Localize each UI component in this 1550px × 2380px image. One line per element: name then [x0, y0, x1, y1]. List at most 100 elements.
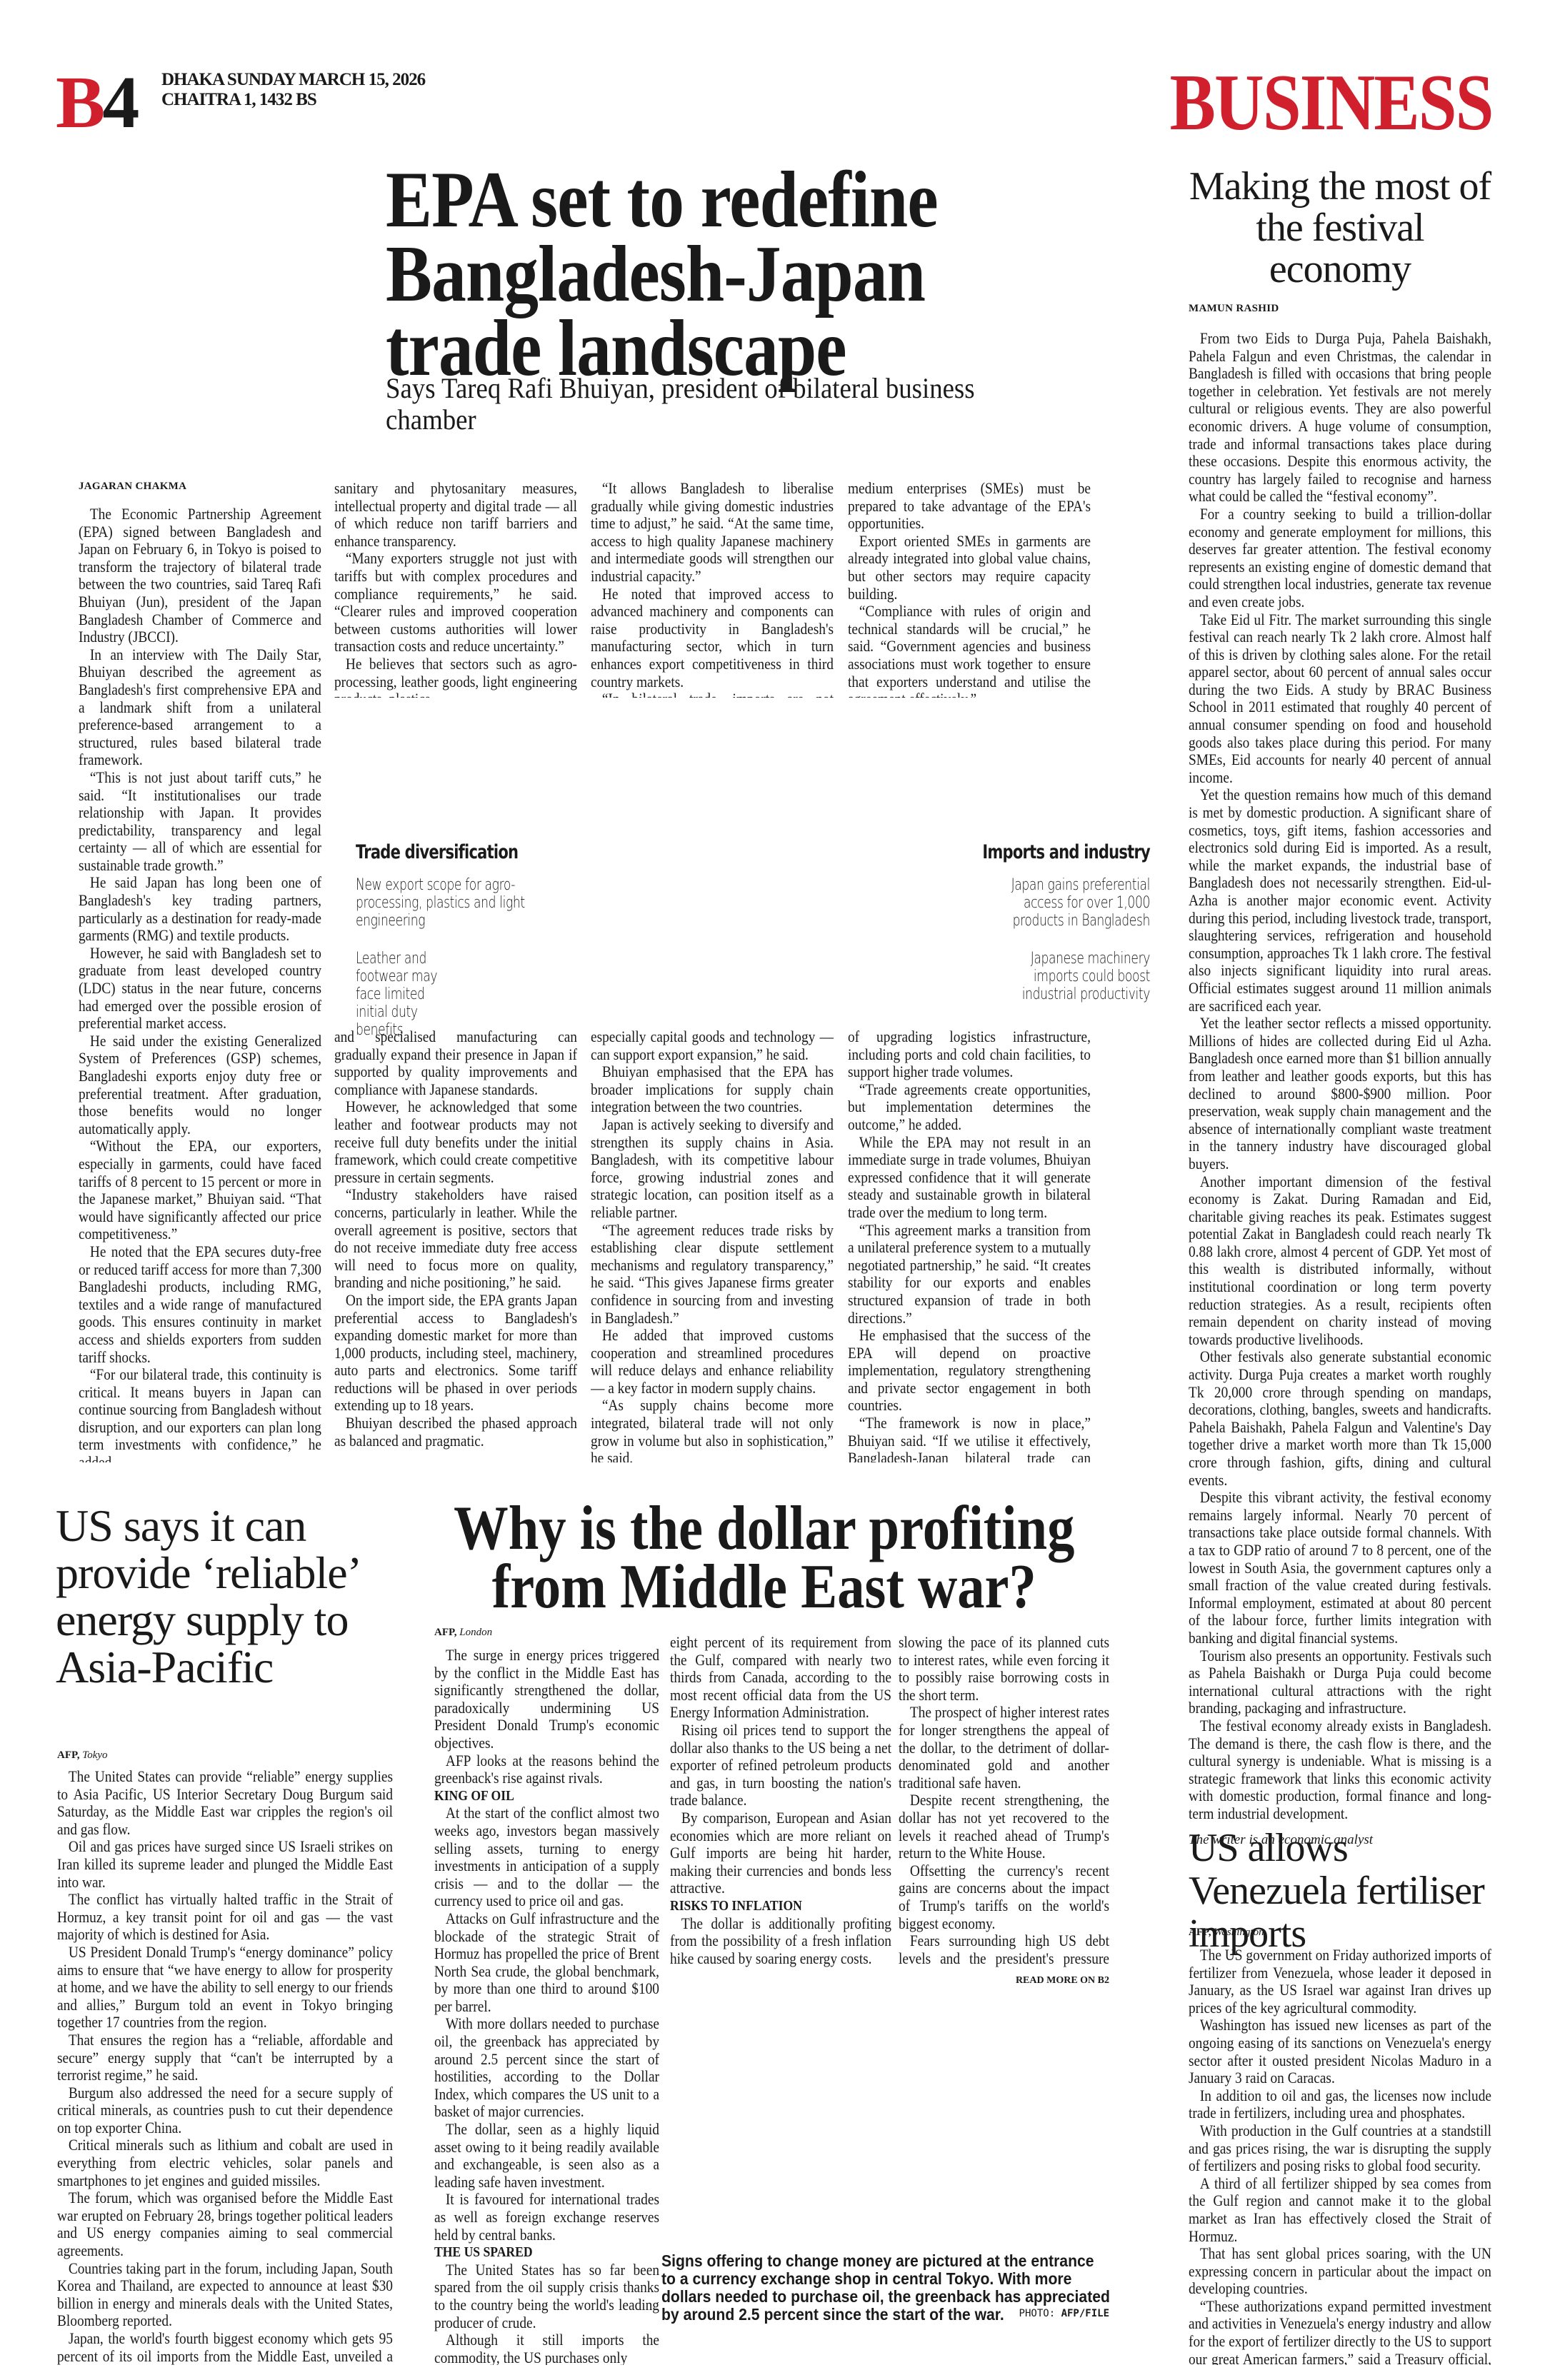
- paragraph: Export oriented SMEs in garments are alr…: [848, 531, 1091, 603]
- callout-item: Japanese machinery imports could boost i…: [1021, 950, 1151, 1003]
- paragraph: “Without the EPA, our exporters, especia…: [79, 1137, 321, 1243]
- dateline: DHAKA SUNDAY MARCH 15, 2026 CHAITRA 1, 1…: [161, 70, 426, 110]
- energy-headline[interactable]: US says it can provide ‘reliable’ energy…: [56, 1500, 359, 1692]
- paragraph: Although it still imports the commodity,…: [434, 2331, 659, 2365]
- agency: AFP,: [434, 1627, 457, 1638]
- paragraph: Take Eid ul Fitr. The market surrounding…: [1189, 610, 1491, 786]
- paragraph: He added that improved customs cooperati…: [591, 1326, 834, 1397]
- epa-column-2-top: sanitary and phytosanitary measures, int…: [334, 480, 577, 698]
- paragraph: Yet the leather sector reflects a missed…: [1189, 1014, 1491, 1173]
- paragraph: medium enterprises (SMEs) must be prepar…: [848, 480, 1091, 533]
- venezuela-body: The US government on Friday authorized i…: [1189, 1947, 1491, 2365]
- energy-dateline: AFP, Tokyo: [57, 1749, 108, 1762]
- photo-source: AFP/FILE: [1061, 2308, 1109, 2319]
- paragraph: He said under the existing Generalized S…: [79, 1031, 321, 1138]
- paragraph: sanitary and phytosanitary measures, int…: [334, 480, 577, 550]
- dollar-dateline: AFP, London: [434, 1627, 492, 1639]
- venezuela-dateline: AFP, Washington: [1189, 1927, 1264, 1939]
- paragraph: Japan is actively seeking to diversify a…: [591, 1115, 834, 1221]
- paragraph: He noted that improved access to advance…: [591, 584, 834, 691]
- paragraph: The United States can provide “reliable”…: [57, 1768, 393, 1838]
- paragraph: Bhuiyan emphasised that the EPA has broa…: [591, 1063, 834, 1116]
- paragraph: “It allows Bangladesh to liberalise grad…: [591, 480, 834, 585]
- paragraph: Washington has issued new licenses as pa…: [1189, 2016, 1491, 2087]
- callout-title: Trade diversification: [356, 841, 519, 863]
- epa-byline: JAGARAN CHAKMA: [79, 481, 187, 492]
- paragraph: In addition to oil and gas, the licenses…: [1189, 2086, 1491, 2122]
- subheading: KING OF OIL: [434, 1787, 514, 1804]
- page-number: B4: [56, 66, 139, 140]
- epa-column-2-bottom: and specialised manufacturing can gradua…: [334, 1028, 577, 1462]
- paragraph: Despite recent strengthening, the dollar…: [899, 1791, 1109, 1862]
- currency-exchange-photo: [663, 1999, 1109, 2246]
- paragraph: Countries taking part in the forum, incl…: [57, 2259, 393, 2330]
- subheading: RISKS TO INFLATION: [670, 1897, 802, 1914]
- agency: AFP,: [57, 1749, 80, 1761]
- paragraph: That ensures the region has a “reliable,…: [57, 2030, 393, 2084]
- writer-note: The writer is an economic analyst: [1189, 1832, 1374, 1847]
- epa-column-1: The Economic Partnership Agreement (EPA)…: [79, 506, 321, 1462]
- agency: AFP,: [1189, 1927, 1211, 1938]
- paragraph: Burgum also addressed the need for a sec…: [57, 2083, 393, 2137]
- paragraph: The US government on Friday authorized i…: [1189, 1947, 1491, 2017]
- paragraph: It is favoured for international trades …: [434, 2190, 659, 2244]
- paragraph: “The agreement reduces trade risks by es…: [591, 1220, 834, 1327]
- paragraph: The dollar is additionally profiting fro…: [670, 1914, 891, 1967]
- paragraph: Yet the question remains how much of thi…: [1189, 785, 1491, 1015]
- paragraph: For a country seeking to build a trillio…: [1189, 504, 1491, 611]
- paragraph: eight percent of its requirement from th…: [670, 1634, 891, 1722]
- callout-trade-diversification: Trade diversification New export scope f…: [356, 841, 545, 1059]
- paragraph: On the import side, the EPA grants Japan…: [334, 1290, 577, 1415]
- page-digit: 4: [102, 61, 139, 144]
- paragraph: “The framework is now in place,” Bhuiyan…: [848, 1414, 1091, 1462]
- paragraph: That has sent global prices soaring, wit…: [1189, 2244, 1491, 2298]
- paragraph: “For our bilateral trade, this continuit…: [79, 1365, 321, 1462]
- paragraph: With production in the Gulf countries at…: [1189, 2121, 1491, 2175]
- festival-body: From two Eids to Durga Puja, Pahela Bais…: [1189, 330, 1491, 1822]
- callout-item: New export scope for agro-processing, pl…: [356, 876, 525, 930]
- read-more-link[interactable]: READ MORE ON B2: [1015, 1975, 1109, 1986]
- page-letter: B: [56, 61, 105, 144]
- callout-item: Leather and footwear may face limited in…: [356, 950, 438, 1039]
- epa-column-4-bottom: of upgrading logistics infrastructure, i…: [848, 1028, 1091, 1462]
- dollar-column-1: The surge in energy prices triggered by …: [434, 1647, 659, 2365]
- festival-headline[interactable]: Making the most of the festival economy: [1189, 164, 1491, 291]
- epa-headline[interactable]: EPA set to redefine Bangladesh-Japan tra…: [386, 156, 939, 393]
- callout-imports-industry: Imports and industry Japan gains prefere…: [894, 841, 1150, 1023]
- paragraph: A third of all fertilizer shipped by sea…: [1189, 2174, 1491, 2245]
- paragraph: “These authorizations expand permitted i…: [1189, 2296, 1491, 2365]
- paragraph: Attacks on Gulf infrastructure and the b…: [434, 1909, 659, 2015]
- paragraph: “Many exporters struggle not just with t…: [334, 549, 577, 656]
- paragraph: “This agreement marks a transition from …: [848, 1220, 1091, 1327]
- paragraph: Tourism also presents an opportunity. Fe…: [1189, 1646, 1491, 1717]
- paragraph: With more dollars needed to purchase oil…: [434, 2014, 659, 2121]
- paragraph: Despite this vibrant activity, the festi…: [1189, 1488, 1491, 1647]
- paragraph: Another important dimension of the festi…: [1189, 1172, 1491, 1348]
- epa-column-3-top: “It allows Bangladesh to liberalise grad…: [591, 480, 834, 698]
- paragraph: He noted that the EPA secures duty-free …: [79, 1242, 321, 1366]
- venezuela-headline[interactable]: US allows Venezuela fertiliser imports: [1189, 1826, 1485, 1956]
- festival-byline: MAMUN RASHID: [1189, 303, 1279, 314]
- paragraph: The Economic Partnership Agreement (EPA)…: [79, 506, 321, 646]
- paragraph: The United States has so far been spared…: [434, 2260, 659, 2331]
- paragraph: AFP looks at the reasons behind the gree…: [434, 1751, 659, 1787]
- paragraph: At the start of the conflict almost two …: [434, 1804, 659, 1910]
- paragraph: “As supply chains become more integrated…: [591, 1396, 834, 1462]
- subheading: THE US SPARED: [434, 2244, 533, 2261]
- paragraph: Fears surrounding high US debt levels an…: [899, 1932, 1109, 1969]
- paragraph: “Trade agreements create opportunities, …: [848, 1080, 1091, 1133]
- paragraph: He said Japan has long been one of Bangl…: [79, 873, 321, 945]
- energy-body: The United States can provide “reliable”…: [57, 1768, 393, 2365]
- paragraph: The surge in energy prices triggered by …: [434, 1647, 659, 1752]
- callout-item: Japan gains preferential access for over…: [1011, 876, 1151, 930]
- dollar-headline[interactable]: Why is the dollar profiting from Middle …: [454, 1494, 1075, 1622]
- place: Washington: [1214, 1927, 1264, 1938]
- paragraph: Critical minerals such as lithium and co…: [57, 2136, 393, 2189]
- paragraph: However, he acknowledged that some leath…: [334, 1098, 577, 1186]
- paragraph: However, he said with Bangladesh set to …: [79, 943, 321, 1033]
- paragraph: Other festivals also generate substantia…: [1189, 1347, 1491, 1489]
- dollar-column-3: slowing the pace of its planned cuts to …: [899, 1634, 1109, 1969]
- paragraph: From two Eids to Durga Puja, Pahela Bais…: [1189, 330, 1491, 506]
- callout-title: Imports and industry: [982, 841, 1150, 863]
- dollar-column-2: eight percent of its requirement from th…: [670, 1634, 891, 1969]
